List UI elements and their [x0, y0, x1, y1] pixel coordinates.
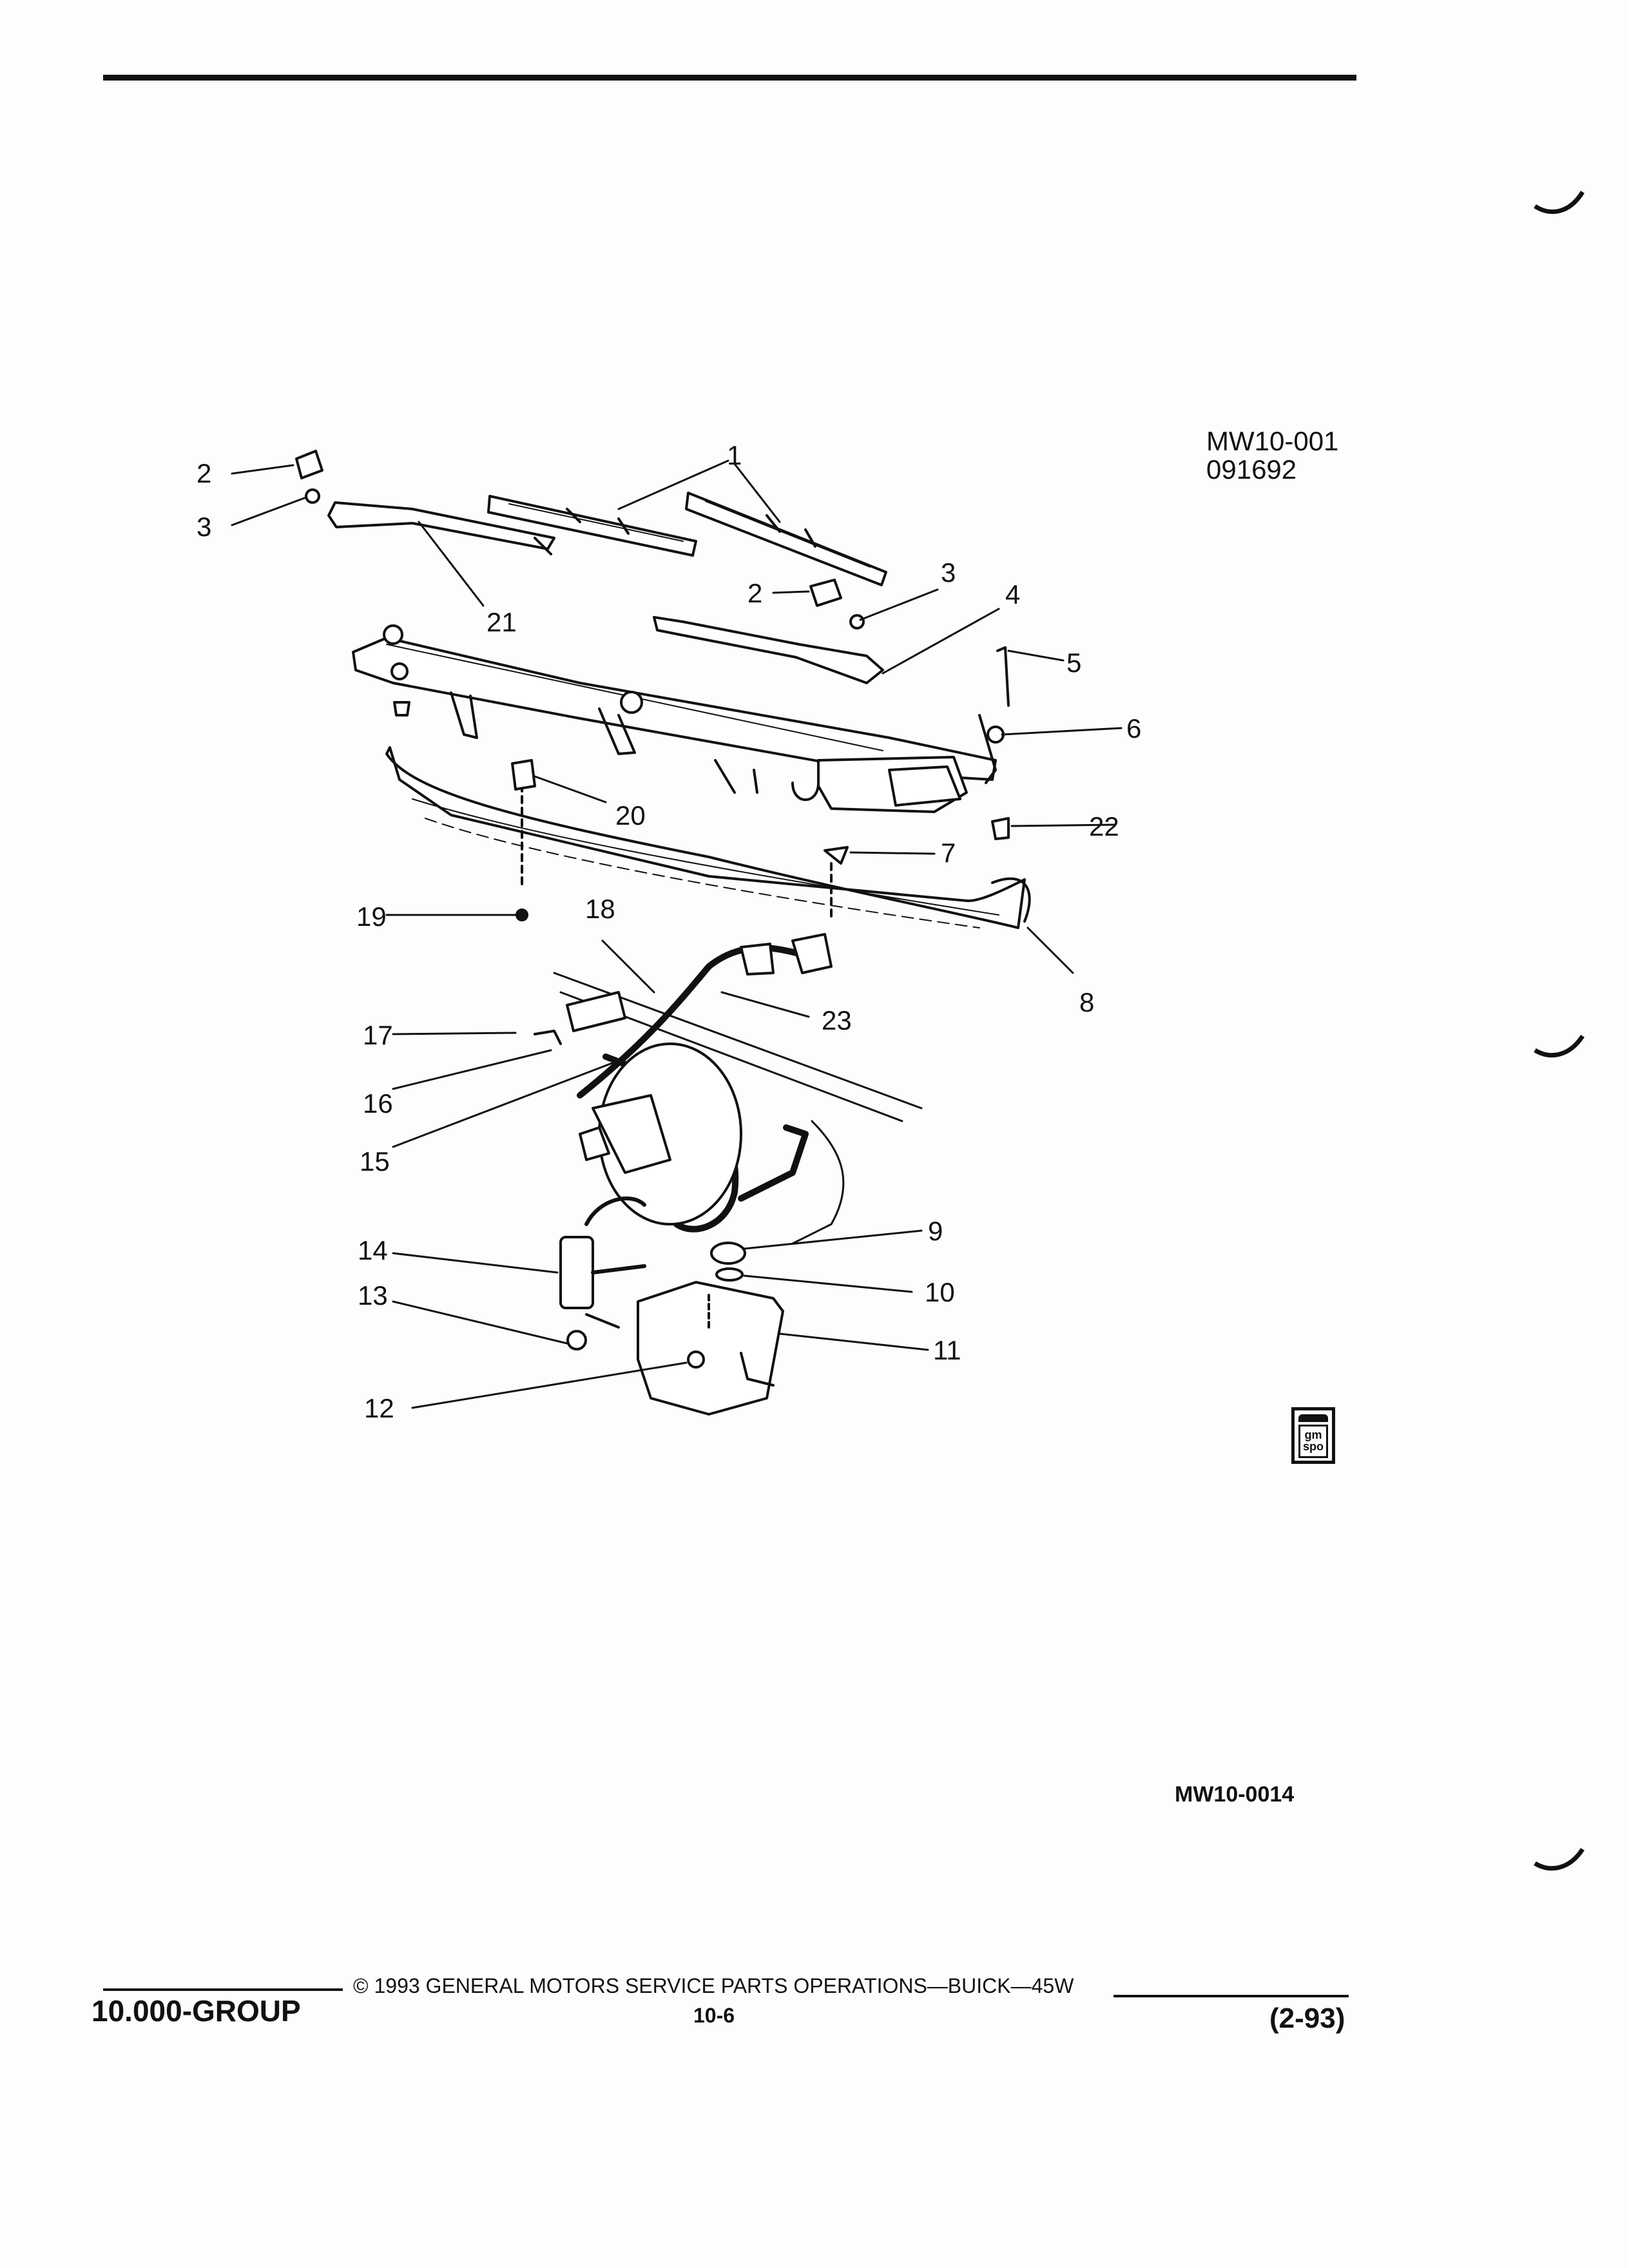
- figure-ref-code-bottom: MW10-0014: [1175, 1782, 1295, 1807]
- clip-7: [824, 846, 849, 865]
- footer-rule-right: [1113, 1995, 1349, 1997]
- cap-left: [295, 450, 323, 479]
- wiper-arm-left: [327, 501, 555, 555]
- callout-9: 9: [928, 1216, 943, 1246]
- callout-8: 8: [1079, 987, 1095, 1017]
- footer-rule-left: [103, 1988, 343, 1991]
- callout-17: 17: [363, 1020, 393, 1050]
- nut-left: [305, 488, 320, 504]
- bolt-5: [996, 646, 1010, 707]
- callout-2-right: 2: [747, 578, 763, 608]
- washer-seal: [715, 1267, 744, 1282]
- callout-18: 18: [585, 894, 615, 924]
- header-rule: [103, 75, 1356, 81]
- callout-7: 7: [941, 838, 956, 868]
- bolt-12: [687, 1350, 705, 1369]
- washer-reservoir: [637, 1281, 784, 1416]
- relay-bracket: [566, 991, 626, 1032]
- figure-ref-code: MW10-001: [1206, 426, 1339, 456]
- callout-10: 10: [925, 1277, 955, 1307]
- callout-3-right: 3: [941, 557, 956, 588]
- figure-ref-date: 091692: [1206, 454, 1297, 485]
- screw-19: [516, 908, 528, 921]
- wiper-blade-right: [685, 492, 887, 586]
- cap-right: [809, 579, 842, 607]
- callout-11: 11: [933, 1335, 961, 1365]
- callout-6: 6: [1126, 713, 1142, 744]
- callout-4: 4: [1005, 579, 1021, 610]
- callout-14: 14: [358, 1235, 388, 1265]
- brake-booster-assembly: [579, 1043, 742, 1225]
- callout-16: 16: [363, 1088, 393, 1119]
- grommet-20: [511, 759, 536, 791]
- callout-19: 19: [356, 901, 387, 932]
- washer-pump: [559, 1196, 646, 1350]
- grommet-22: [991, 817, 1010, 840]
- wiper-arm-right: [653, 616, 884, 684]
- footer-revision: (2-93): [1269, 2003, 1345, 2034]
- binding-mark-top: [1534, 191, 1585, 215]
- washer-cap: [710, 1242, 746, 1265]
- nut-right: [849, 614, 865, 629]
- callout-12: 12: [364, 1393, 394, 1423]
- callout-2-left: 2: [197, 458, 212, 488]
- gm-spo-badge: gm spo: [1291, 1407, 1335, 1464]
- callout-15: 15: [360, 1146, 390, 1177]
- callout-13: 13: [358, 1280, 388, 1311]
- callout-3-left: 3: [197, 512, 212, 542]
- wiper-motor: [791, 714, 1005, 813]
- footer-copyright: © 1993 GENERAL MOTORS SERVICE PARTS OPER…: [353, 1974, 1074, 1997]
- wiper-transmission-linkage: [352, 624, 997, 794]
- callout-22: 22: [1089, 811, 1119, 841]
- binding-mark-middle: [1534, 1034, 1585, 1058]
- callout-5: 5: [1066, 648, 1082, 678]
- callout-1: 1: [727, 440, 742, 470]
- callout-20: 20: [615, 800, 646, 831]
- callout-23: 23: [822, 1005, 852, 1035]
- footer-page-number: 10-6: [693, 2004, 735, 2027]
- callout-21: 21: [487, 607, 517, 637]
- footer-group: 10.000-GROUP: [92, 1994, 301, 2028]
- binding-mark-bottom: [1534, 1847, 1585, 1871]
- wiper-blade-left: [487, 495, 697, 557]
